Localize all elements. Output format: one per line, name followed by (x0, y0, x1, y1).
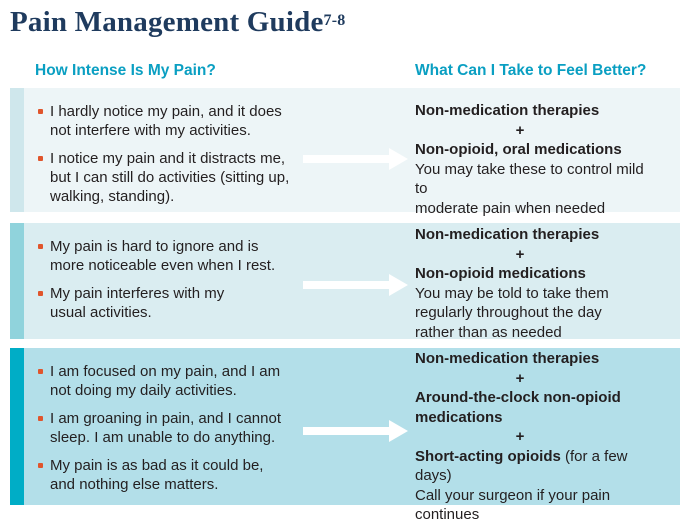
arrow-head (389, 419, 408, 442)
bullet-icon (38, 109, 43, 114)
treatment-heading: Non-opioid, oral medications (415, 141, 622, 158)
list-item: My pain is hard to ignore and is more no… (38, 237, 303, 275)
treatment-note: You may be told to take them regularly t… (415, 284, 609, 341)
treatment-column: Non-medication therapies + Non-opioid, o… (415, 101, 660, 218)
row-accent-bar (10, 88, 24, 212)
column-header-treatment: What Can I Take to Feel Better? (415, 62, 647, 79)
pain-row-mild: I hardly notice my pain, and it does not… (10, 88, 680, 217)
treatment-column: Non-medication therapies + Non-opioid me… (415, 225, 660, 342)
plus-separator: + (515, 245, 525, 263)
column-header-pain-intensity: How Intense Is My Pain? (35, 62, 216, 79)
pain-text: I notice my pain and it distracts me, bu… (50, 150, 290, 205)
list-item: I notice my pain and it distracts me, bu… (38, 149, 303, 206)
treatment-heading-mixed: Short-acting opioids (for a few days) (415, 447, 660, 486)
bullet-icon (38, 369, 43, 374)
pain-text: I am focused on my pain, and I am not do… (50, 363, 281, 399)
bullet-icon (38, 156, 43, 161)
row-accent-bar (10, 348, 24, 505)
list-item: I am focused on my pain, and I am not do… (38, 362, 303, 400)
treatment-heading: Short-acting opioids (415, 447, 561, 465)
pain-description-list: I hardly notice my pain, and it does not… (38, 102, 303, 206)
treatment-column: Non-medication therapies + Around-the-cl… (415, 349, 660, 520)
pain-row-moderate: My pain is hard to ignore and is more no… (10, 223, 680, 342)
right-arrow-icon (303, 419, 408, 442)
arrow-head (389, 148, 408, 170)
list-item: I am groaning in pain, and I cannot slee… (38, 409, 303, 447)
plus-separator: + (515, 428, 525, 445)
pain-description-list: My pain is hard to ignore and is more no… (38, 237, 303, 322)
bullet-icon (38, 463, 43, 468)
arrow-shaft (303, 155, 389, 163)
page-title-text: Pain Management Guide (10, 6, 324, 38)
treatment-heading: Non-opioid medications (415, 265, 586, 282)
arrow-shaft (303, 426, 389, 435)
pain-text: My pain is hard to ignore and is more no… (50, 238, 276, 274)
treatment-note: You may take these to control mild to mo… (415, 160, 644, 217)
title-reference-superscript: 7-8 (323, 12, 346, 29)
bullet-icon (38, 244, 43, 249)
pain-row-severe: I am focused on my pain, and I am not do… (10, 348, 680, 520)
treatment-heading-suffix: (for a few days) (415, 447, 628, 485)
pain-text: My pain is as bad as it could be, and no… (50, 457, 264, 493)
pain-text: I hardly notice my pain, and it does not… (50, 103, 282, 139)
treatment-heading: Non-medication therapies (415, 102, 600, 119)
pain-description-list: I am focused on my pain, and I am not do… (38, 362, 303, 494)
plus-separator: + (515, 369, 525, 387)
treatment-heading: Non-medication therapies (415, 226, 600, 243)
right-arrow-icon (303, 148, 408, 170)
right-arrow-icon (303, 274, 408, 296)
bullet-icon (38, 291, 43, 296)
bullet-icon (38, 416, 43, 421)
row-accent-bar (10, 223, 24, 339)
treatment-heading: Around-the-clock non-opioid medications (415, 389, 621, 426)
list-item: My pain interferes with my usual activit… (38, 284, 303, 322)
treatment-note: Call your surgeon if your pain continues (415, 486, 611, 520)
arrow-head (389, 274, 408, 296)
list-item: My pain is as bad as it could be, and no… (38, 456, 303, 494)
pain-text: I am groaning in pain, and I cannot slee… (50, 410, 281, 446)
arrow-shaft (303, 281, 389, 289)
pain-text: My pain interferes with my usual activit… (50, 285, 225, 321)
treatment-heading: Non-medication therapies (415, 350, 600, 367)
page-title: Pain Management Guide7-8 (10, 6, 345, 39)
list-item: I hardly notice my pain, and it does not… (38, 102, 303, 140)
plus-separator: + (515, 121, 525, 139)
